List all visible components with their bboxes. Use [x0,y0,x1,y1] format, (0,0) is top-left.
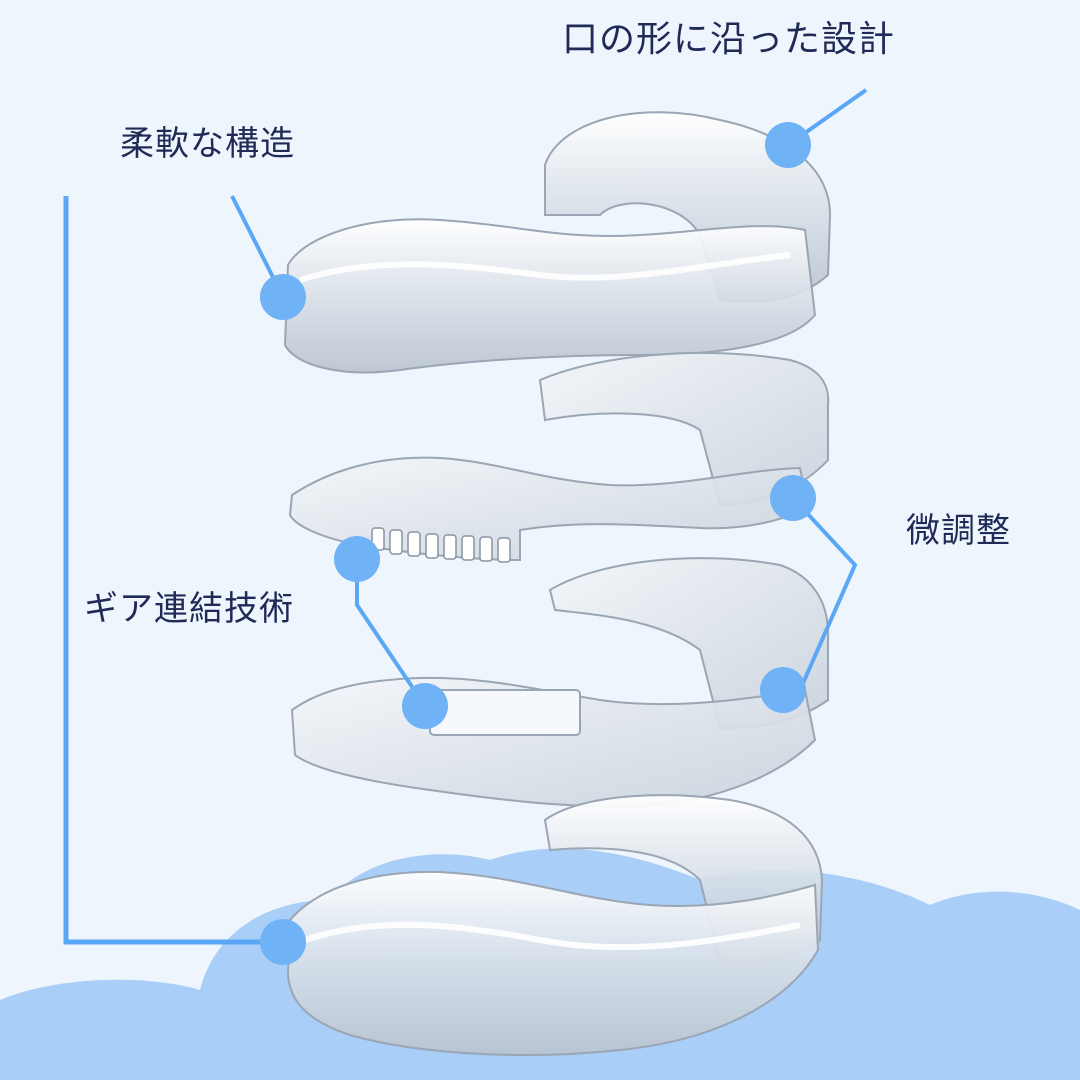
lower-plate-back [548,557,830,730]
callout-dot-icon [334,536,380,582]
callout-dot-icon [260,274,306,320]
upper-plate-back [538,351,830,507]
gear-tooth [407,531,421,557]
gear-tooth [461,535,475,561]
label-flexible-structure: 柔軟な構造 [120,124,295,164]
lower-tray-front [286,870,820,1056]
callout-dot-icon [765,122,811,168]
adjustment-plate-upper [288,351,830,563]
lower-tray [286,794,824,1056]
slot-block [429,689,581,736]
label-gear-link-technology: ギア連結技術 [84,589,294,629]
gear-teeth [371,527,511,563]
upper-tray [283,111,832,374]
upper-tray-groove [299,252,791,283]
bracket-line [63,196,286,945]
label-mouth-shape-design: 口の形に沿った設計 [562,19,896,60]
callout-dot-icon [402,683,448,729]
label-fine-adjustment: 微調整 [906,511,1011,551]
lower-tray-groove [304,921,801,951]
gear-tooth [479,536,493,562]
callout-dot-icon [760,667,806,713]
upper-tray-front [283,218,817,374]
gear-tooth [425,533,439,559]
callout-dot-icon [770,475,816,521]
gear-tooth [497,537,511,563]
adjustment-plate-lower [290,557,830,808]
gear-tooth [389,529,403,555]
leader-line-fine-adjust [791,496,858,691]
callout-dot-icon [260,919,306,965]
gear-tooth [443,534,457,560]
callout-dots [260,122,816,965]
